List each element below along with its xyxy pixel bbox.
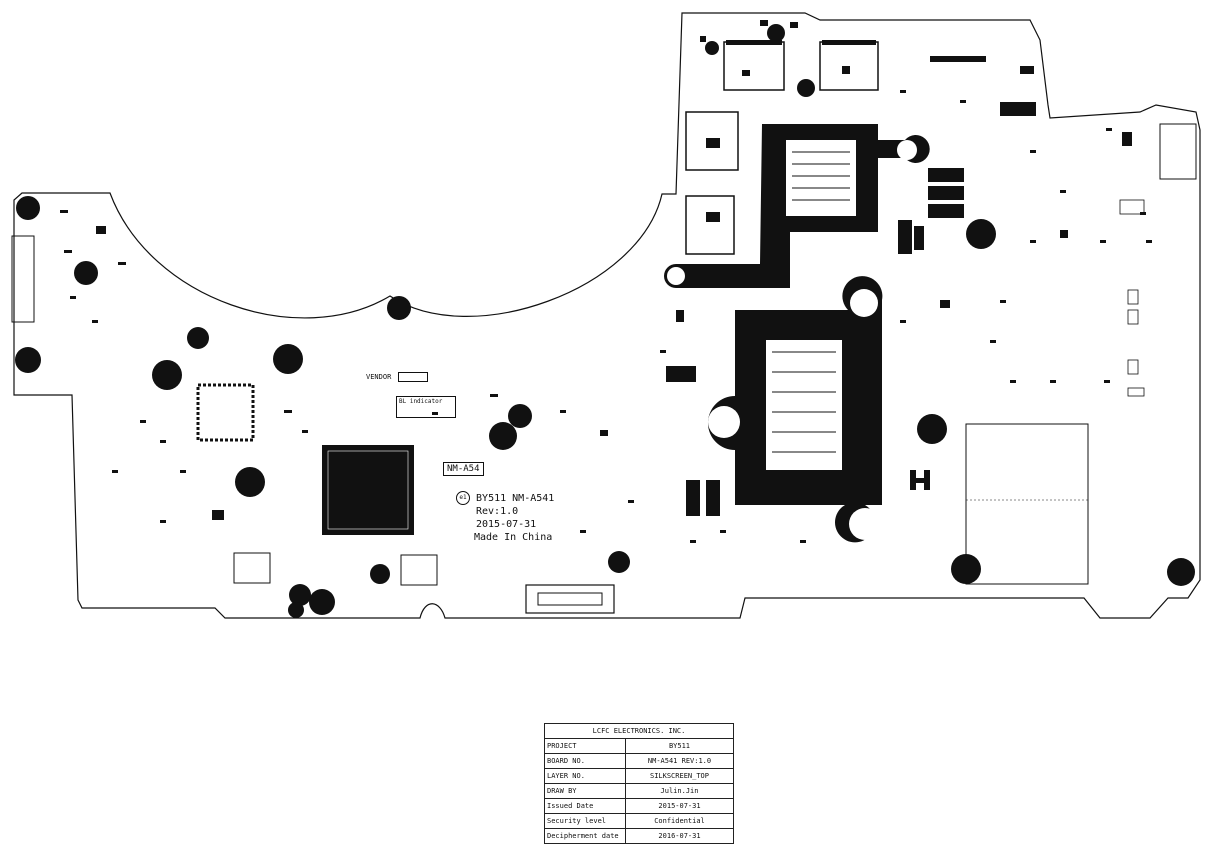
title-block-row: Decipherment date 2016-07-31 bbox=[545, 829, 733, 843]
power-symbol bbox=[910, 470, 930, 490]
board-tag-label: NM-A54 bbox=[447, 464, 480, 474]
e1-mark: e1 bbox=[456, 491, 470, 505]
silk-rev: Rev:1.0 bbox=[476, 506, 519, 517]
bottom-connector bbox=[525, 584, 615, 614]
heatsink-hole-4 bbox=[897, 140, 917, 160]
cpu-die-upper bbox=[786, 140, 856, 216]
title-block-row: DRAW BY Julin.Jin bbox=[545, 784, 733, 799]
mounting-holes bbox=[15, 24, 1195, 618]
power-connector-block bbox=[965, 423, 1089, 585]
title-block-row: BOARD NO. NM-A541 REV:1.0 bbox=[545, 754, 733, 769]
title-block-row: Issued Date 2015-07-31 bbox=[545, 799, 733, 814]
power-chokes bbox=[666, 168, 964, 516]
usb-port-2 bbox=[400, 554, 438, 586]
silk-date: 2015-07-31 bbox=[476, 519, 537, 530]
heatsink-hole-3 bbox=[849, 508, 881, 540]
title-block-row: PROJECT BY511 bbox=[545, 739, 733, 754]
cpu-die-lower bbox=[766, 340, 842, 470]
ic-usb-hub bbox=[196, 383, 255, 442]
board-outline bbox=[13, 12, 1201, 619]
silk-origin: Made In China bbox=[474, 532, 553, 543]
vendor-label-box: VENDOR bbox=[366, 372, 428, 382]
title-block-company: LCFC ELECTRONICS. INC. bbox=[545, 724, 733, 739]
title-block: LCFC ELECTRONICS. INC. PROJECT BY511 BOA… bbox=[544, 723, 734, 844]
indicator-box: BL indicator bbox=[396, 396, 456, 418]
usb-port-1 bbox=[233, 552, 271, 584]
right-side-components bbox=[1119, 199, 1145, 397]
vendor-label: VENDOR bbox=[366, 373, 392, 381]
indicator-label: BL indicator bbox=[399, 398, 443, 405]
board-tag: NM-A54 bbox=[443, 462, 484, 476]
silk-logo: BY511 NM-A541 bbox=[476, 493, 555, 504]
smd-components bbox=[60, 20, 1152, 543]
heatsink-hole-5 bbox=[667, 267, 685, 285]
silkscreen-info: e1 BY511 NM-A541 Rev:1.0 2015-07-31 Made… bbox=[456, 491, 554, 544]
heatsink-hole-1 bbox=[850, 289, 878, 317]
title-block-row: Security level Confidential bbox=[545, 814, 733, 829]
heatsink-hole-2 bbox=[708, 406, 740, 438]
title-block-row: LAYER NO. SILKSCREEN_TOP bbox=[545, 769, 733, 784]
die-pads bbox=[772, 151, 850, 453]
left-fpc-connector bbox=[11, 235, 35, 323]
